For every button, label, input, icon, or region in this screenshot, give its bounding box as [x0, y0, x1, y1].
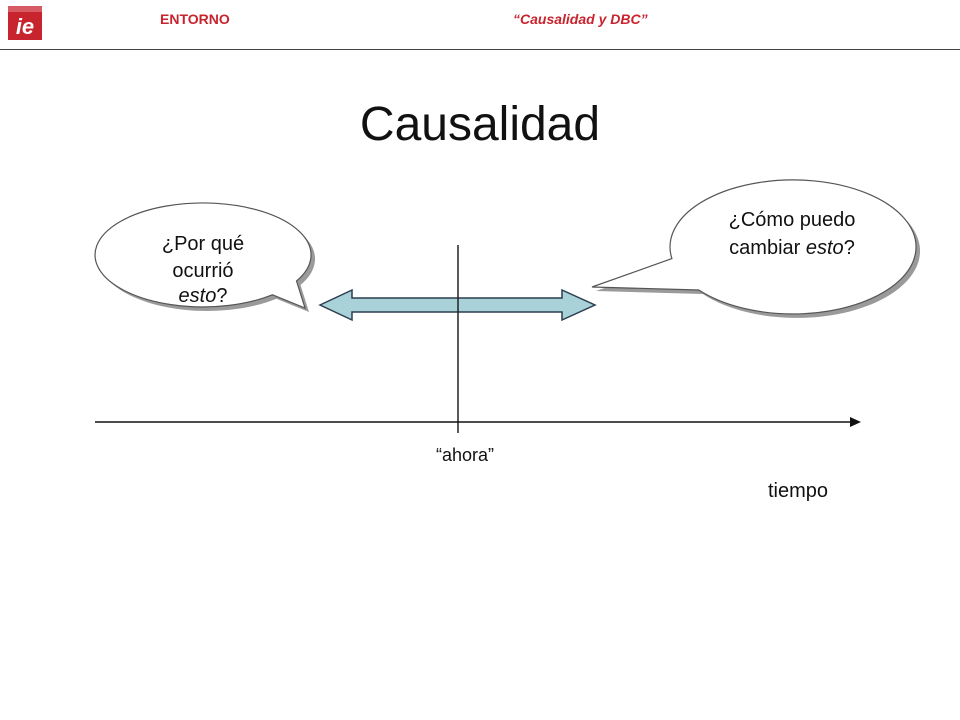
header-subtitle: “Causalidad y DBC”	[513, 11, 648, 27]
logo-lettering: ie	[16, 14, 34, 39]
bubble-past-italic-word: esto	[179, 285, 217, 307]
bubble-shape	[94, 202, 312, 310]
bubble-past-line-1: ¿Por qué	[162, 233, 244, 255]
bubble-future-line-2: cambiar esto?	[729, 237, 855, 259]
bubble-future-question-mark: ?	[844, 237, 855, 259]
speech-bubble-past: ¿Por qué ocurrió esto?	[94, 202, 316, 312]
bubble-past-line-3: esto?	[179, 285, 228, 307]
bubble-past-question-mark: ?	[216, 285, 227, 307]
bubble-future-italic-word: esto	[806, 237, 844, 259]
section-label: ENTORNO	[160, 11, 230, 27]
now-label: “ahora”	[436, 445, 494, 465]
speech-bubble-future: ¿Cómo puedo cambiar esto?	[591, 179, 921, 318]
bubble-past-line-2: ocurrió	[172, 260, 233, 282]
header: ie ENTORNO “Causalidad y DBC”	[0, 6, 960, 50]
bubble-future-verb: cambiar	[729, 237, 806, 259]
time-axis	[95, 417, 861, 427]
time-axis-label: tiempo	[768, 480, 828, 502]
brand-logo: ie	[8, 6, 42, 40]
slide-title: Causalidad	[360, 98, 600, 151]
bubble-future-line-1: ¿Cómo puedo	[729, 209, 856, 231]
arrowhead-icon	[850, 417, 861, 427]
bubble-shape	[591, 179, 917, 315]
